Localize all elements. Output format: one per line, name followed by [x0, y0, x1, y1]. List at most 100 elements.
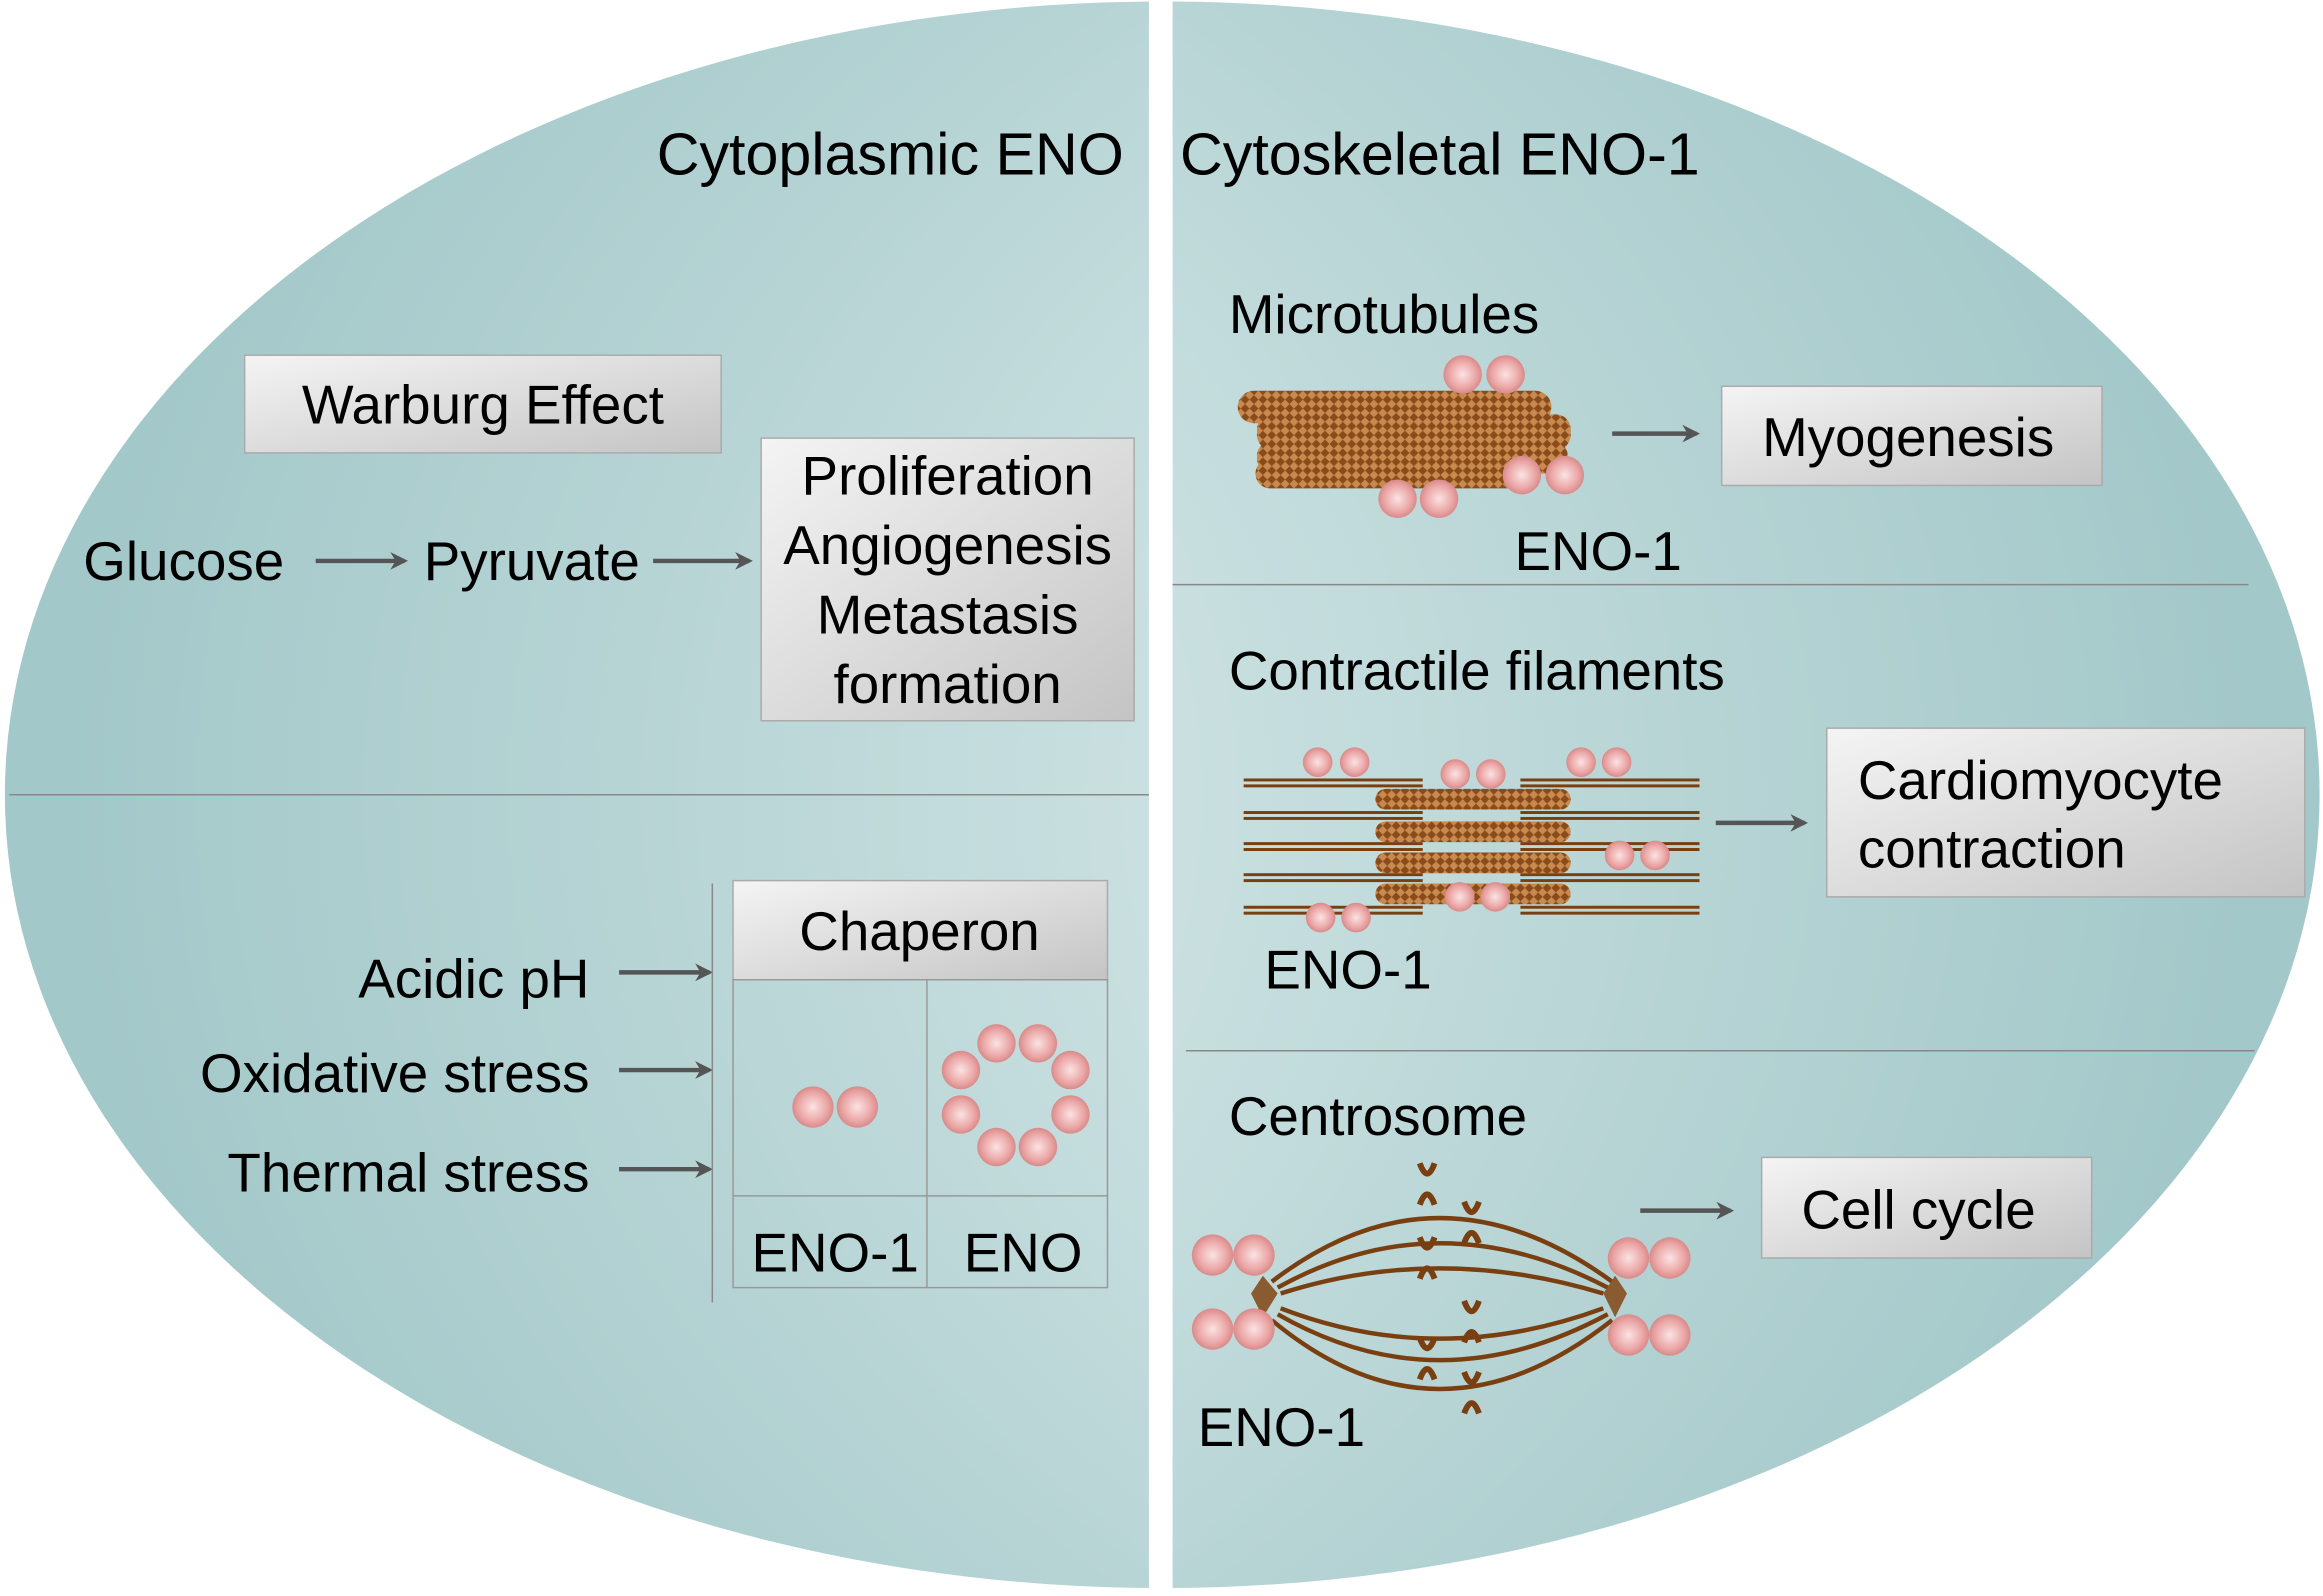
- right-panel: Cytoskeletal ENO-1 Microtubules Myogenes…: [1172, 1, 2320, 1588]
- thin-filament: [1243, 848, 1423, 851]
- chromosome-icon: [1461, 1200, 1482, 1245]
- eno-sphere-icon: [1191, 1234, 1234, 1276]
- eno-spheres: [792, 355, 1691, 1356]
- outcome-formation: formation: [834, 653, 1062, 715]
- eno-label: ENO: [964, 1221, 1083, 1283]
- eno-sphere-icon: [1607, 1237, 1650, 1279]
- thin-filament: [1243, 816, 1423, 820]
- eno-sphere-icon: [1640, 840, 1670, 871]
- stress-oxidative: Oxidative stress: [200, 1042, 589, 1104]
- centrosome-eno1-label: ENO-1: [1198, 1396, 1365, 1458]
- eno-sphere-icon: [1419, 479, 1459, 518]
- thick-filament: [1375, 821, 1571, 843]
- microtubules-label: Microtubules: [1229, 283, 1539, 345]
- centrosome-right-icon: [1603, 1275, 1627, 1318]
- thin-filament: [1520, 816, 1700, 820]
- eno-sphere-icon: [1233, 1234, 1275, 1276]
- outcomes-box: [760, 437, 1135, 722]
- eno-sphere-icon: [1566, 747, 1596, 777]
- thin-filament: [1520, 905, 1700, 909]
- eno-sphere-icon: [1486, 355, 1525, 394]
- microtubule-icon: [1237, 390, 1571, 489]
- chromosome-icon: [1416, 1236, 1438, 1280]
- chaperon-box: [732, 879, 1109, 981]
- contraction-label: contraction: [1858, 817, 2126, 879]
- eno-sphere-icon: [1480, 882, 1511, 912]
- chaperon-grid: [732, 979, 1109, 1289]
- thin-filament: [1243, 811, 1423, 814]
- centrosome-left-icon: [1251, 1275, 1278, 1318]
- thin-filament: [1520, 811, 1700, 814]
- eno-sphere-icon: [1339, 747, 1370, 777]
- chromosome-icon: [1461, 1370, 1482, 1415]
- eno-sphere-icon: [977, 1024, 1016, 1063]
- eno-sphere-icon: [1018, 1024, 1058, 1063]
- cell-cycle-label: Cell cycle: [1801, 1178, 2035, 1240]
- outcome-proliferation: Proliferation: [802, 444, 1094, 506]
- myogenesis-box: [1720, 385, 2103, 487]
- eno-sphere-icon: [977, 1127, 1016, 1167]
- eno-sphere-icon: [1051, 1050, 1090, 1090]
- outcome-angiogenesis: Angiogenesis: [783, 514, 1112, 576]
- eno-sphere-icon: [1604, 840, 1635, 871]
- eno-sphere-icon: [1018, 1127, 1058, 1167]
- stress-acidic-ph: Acidic pH: [358, 948, 589, 1010]
- eno-sphere-icon: [836, 1086, 879, 1128]
- eno-sphere-icon: [941, 1095, 981, 1134]
- eno-sphere-icon: [1649, 1237, 1691, 1279]
- glucose-label: Glucose: [83, 530, 284, 592]
- eno-sphere-icon: [792, 1086, 834, 1128]
- thin-filament: [1520, 873, 1700, 877]
- thin-filament: [1243, 905, 1423, 909]
- eno-sphere-icon: [1443, 355, 1482, 394]
- left-panel: Cytoplasmic ENO Warburg Effect Glucose P…: [5, 1, 1149, 1588]
- thin-filament: [1243, 879, 1423, 883]
- chromosome-icon: [1461, 1299, 1482, 1344]
- eno-sphere-icon: [1191, 1308, 1234, 1350]
- eno-sphere-icon: [1440, 759, 1471, 789]
- eno1-label: ENO-1: [751, 1221, 918, 1283]
- thin-filament: [1520, 778, 1700, 782]
- centrosome-label: Centrosome: [1229, 1085, 1527, 1147]
- eno-sphere-icon: [1305, 902, 1336, 933]
- warburg-box: [243, 354, 722, 454]
- left-title: Cytoplasmic ENO: [657, 121, 1124, 188]
- cardiomyocyte-box: [1826, 727, 2306, 898]
- pyruvate-label: Pyruvate: [424, 530, 640, 592]
- eno-sphere-icon: [1649, 1314, 1691, 1356]
- thin-filament: [1243, 784, 1423, 788]
- eno-sphere-icon: [941, 1050, 981, 1090]
- warburg-label: Warburg Effect: [302, 373, 664, 435]
- thin-filament: [1243, 842, 1423, 846]
- contractile-eno1-label: ENO-1: [1264, 939, 1431, 1001]
- eno-sphere-icon: [1051, 1095, 1090, 1134]
- contractile-label: Contractile filaments: [1229, 640, 1725, 702]
- eno-sphere-icon: [1302, 747, 1333, 777]
- eno-sphere-icon: [1502, 455, 1542, 495]
- myogenesis-label: Myogenesis: [1762, 406, 2054, 468]
- eno-sphere-icon: [1444, 882, 1475, 912]
- chaperon-label: Chaperon: [799, 900, 1039, 962]
- thin-filament: [1520, 842, 1700, 846]
- eno-sphere-icon: [1378, 479, 1417, 518]
- thick-filament: [1375, 788, 1571, 810]
- eno-sphere-icon: [1545, 455, 1585, 495]
- thick-filament: [1375, 852, 1571, 874]
- thin-filament: [1520, 911, 1700, 915]
- chromosome-icons: [1416, 1162, 1482, 1415]
- eno-sphere-icon: [1476, 759, 1506, 789]
- eno-sphere-icon: [1341, 902, 1371, 933]
- microtubules-eno1-label: ENO-1: [1514, 520, 1681, 582]
- chromosome-icon: [1416, 1162, 1438, 1206]
- outcome-metastasis: Metastasis: [817, 583, 1079, 645]
- thin-filament: [1243, 778, 1423, 782]
- stress-thermal: Thermal stress: [227, 1141, 589, 1203]
- spindle-icon: [1270, 1215, 1614, 1392]
- cell-cycle-box: [1760, 1156, 2093, 1259]
- chromosome-icon: [1416, 1336, 1438, 1381]
- eno-sphere-icon: [1607, 1314, 1650, 1356]
- cardiomyocyte-label: Cardiomyocyte: [1858, 749, 2223, 811]
- eno-sphere-icon: [1601, 747, 1632, 777]
